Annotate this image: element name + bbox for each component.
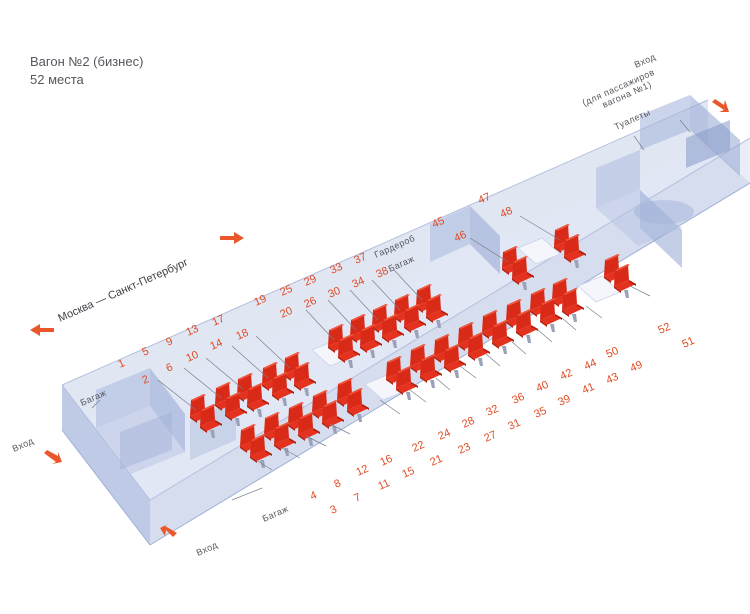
seat-number: 9 (164, 335, 174, 348)
entrance-label-bottom: Вход (195, 539, 220, 557)
right-wardrobe-block (430, 150, 682, 274)
seat-number: 6 (164, 361, 174, 374)
seat-number: 28 (460, 415, 476, 431)
seat-number: 51 (680, 335, 696, 351)
route-arrow-left (30, 324, 54, 336)
seat-number: 21 (428, 453, 444, 469)
seat-number: 50 (604, 345, 620, 361)
route-arrow-right (220, 232, 244, 244)
seat-number: 33 (328, 261, 344, 277)
seat-number: 38 (374, 265, 390, 281)
entrance-arrow-top (712, 99, 729, 112)
seat-number: 18 (234, 327, 250, 343)
seat-number: 25 (278, 283, 294, 299)
seat-number: 52 (656, 321, 672, 337)
entrance-arrow-left (44, 450, 62, 464)
seat-number: 43 (604, 371, 620, 387)
seat-number: 36 (510, 391, 526, 407)
seat-number: 16 (378, 453, 394, 469)
seat-number: 7 (352, 491, 362, 504)
seat-number: 23 (456, 441, 472, 457)
seat-number: 34 (350, 275, 366, 291)
seat-number: 8 (332, 477, 342, 490)
seat-number: 12 (354, 463, 370, 479)
seat-number: 44 (582, 357, 598, 373)
seat-count: 52 места (30, 72, 84, 87)
seat-number: 1 (116, 357, 126, 370)
wagon-title: Вагон №2 (бизнес) (30, 54, 144, 69)
seat-number: 13 (184, 323, 200, 339)
seat-number: 30 (326, 285, 342, 301)
route-label: Москва — Санкт-Петербург (56, 256, 190, 324)
seat-number: 42 (558, 367, 574, 383)
seat-number: 22 (410, 439, 426, 455)
seat-number: 40 (534, 379, 550, 395)
seat-number: 4 (308, 489, 318, 502)
seat-number: 35 (532, 405, 548, 421)
seat-number: 41 (580, 381, 596, 397)
entrance-wagon1-line1: Вход (633, 51, 658, 69)
seat-number: 15 (400, 465, 416, 481)
seat-number: 39 (556, 393, 572, 409)
seat[interactable] (562, 288, 584, 322)
seat-number: 32 (484, 403, 500, 419)
seat-number: 2 (140, 373, 150, 386)
seat-number: 20 (278, 305, 294, 321)
seat-number: 14 (208, 337, 224, 353)
seat-number: 46 (452, 229, 468, 245)
toilets-block (634, 95, 740, 224)
seat-number: 31 (506, 417, 522, 433)
seat-number: 3 (328, 503, 338, 516)
entrance-label-left: Вход (11, 435, 36, 453)
seat-number: 27 (482, 429, 498, 445)
seat-number: 5 (140, 345, 150, 358)
seat-number: 19 (252, 293, 268, 309)
seat-number: 10 (184, 349, 200, 365)
seat-number: 37 (352, 251, 368, 267)
entrance-arrow-bottom (160, 524, 177, 537)
seat-number: 17 (210, 313, 226, 329)
seat-number: 48 (498, 205, 514, 221)
leader-lines (91, 119, 691, 501)
seat-number: 26 (302, 295, 318, 311)
luggage-label-bottom: Багаж (261, 503, 290, 523)
seat-number: 29 (302, 273, 318, 289)
seat-number: 24 (436, 427, 452, 443)
seat-number: 47 (476, 191, 492, 207)
seat-number: 45 (430, 215, 446, 231)
seat-number: 49 (628, 359, 644, 375)
seat-number: 11 (376, 477, 391, 493)
